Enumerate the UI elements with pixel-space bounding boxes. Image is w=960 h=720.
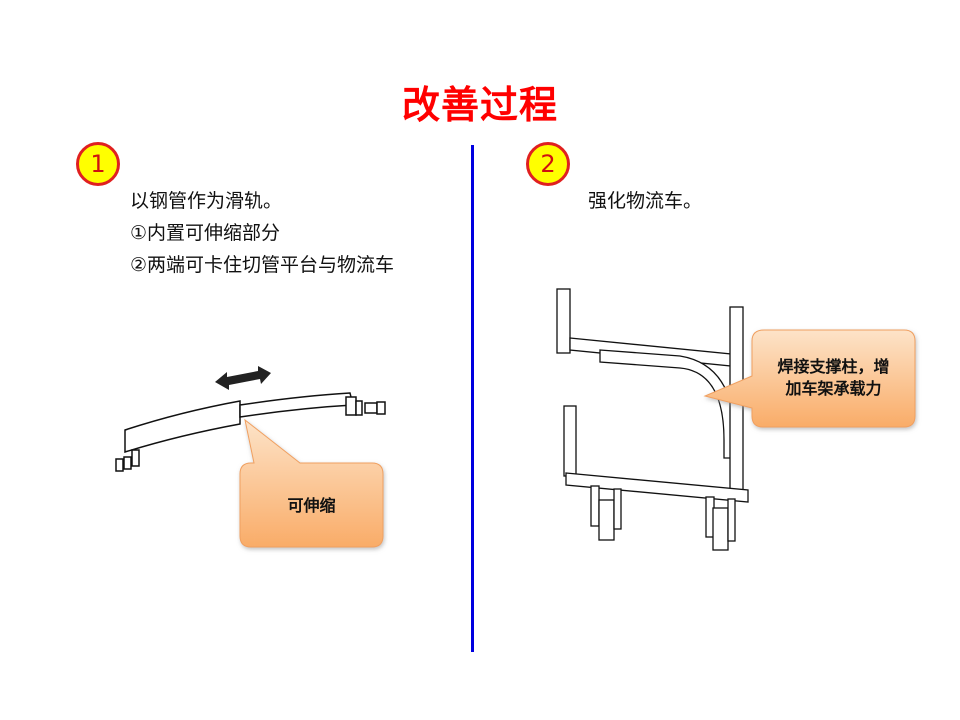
callout-left-shape <box>239 418 384 548</box>
left-line-1: 以钢管作为滑轨。 <box>130 190 283 212</box>
left-line-2: ①内置可伸缩部分 <box>130 222 281 244</box>
callout-right-text: 焊接支撑柱，增 加车架承载力 <box>752 356 915 400</box>
cart-drawing <box>556 288 749 551</box>
double-arrow-icon <box>215 366 271 390</box>
divider-line <box>471 145 474 652</box>
page-title: 改善过程 <box>401 83 558 127</box>
callout-right-shape <box>703 329 916 428</box>
step-badge-2: 2 <box>526 142 570 186</box>
left-description: 以钢管作为滑轨。 ①内置可伸缩部分 ②两端可卡住切管平台与物流车 <box>130 185 394 281</box>
callout-right-line-1: 焊接支撑柱，增 <box>777 357 890 376</box>
slide-rail-drawing <box>115 392 386 472</box>
right-line-1: 强化物流车。 <box>588 190 703 212</box>
callout-left-text: 可伸缩 <box>287 496 336 515</box>
callout-right-line-2: 加车架承载力 <box>785 379 882 398</box>
left-line-3: ②两端可卡住切管平台与物流车 <box>130 254 395 276</box>
step-badge-1: 1 <box>76 142 120 186</box>
right-description: 强化物流车。 <box>588 185 702 217</box>
